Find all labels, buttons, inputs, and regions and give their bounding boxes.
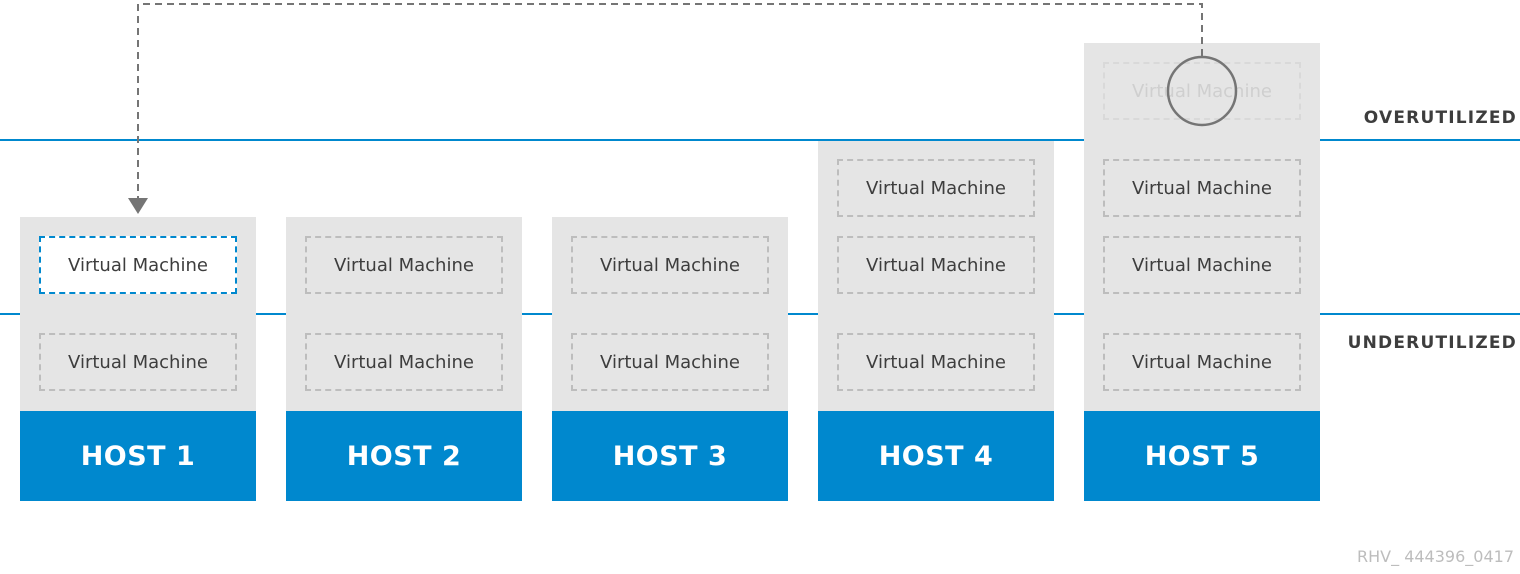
arrowhead-icon [128, 198, 148, 214]
vm-host-3-1: Virtual Machine [571, 333, 769, 391]
vm-host-1-migrated: Virtual Machine [39, 236, 237, 294]
vm-host-4-3: Virtual Machine [837, 159, 1035, 217]
host-3-bar: HOST 3 [552, 411, 788, 501]
host-2-column: Virtual Machine Virtual Machine HOST 2 [286, 217, 522, 501]
host-5-column: Virtual Machine Virtual Machine Virtual … [1084, 43, 1320, 501]
host-1-bar: HOST 1 [20, 411, 256, 501]
vm-host-5-1: Virtual Machine [1103, 333, 1301, 391]
underutilized-label: UNDERUTILIZED [1347, 333, 1517, 353]
vm-host-5-migrating: Virtual Machine [1103, 62, 1301, 120]
vm-host-1-1: Virtual Machine [39, 333, 237, 391]
host-4-bar: HOST 4 [818, 411, 1054, 501]
vm-host-2-2: Virtual Machine [305, 236, 503, 294]
host-1-column: Virtual Machine Virtual Machine HOST 1 [20, 217, 256, 501]
overutilized-label: OVERUTILIZED [1363, 108, 1517, 128]
vm-host-3-2: Virtual Machine [571, 236, 769, 294]
host-3-column: Virtual Machine Virtual Machine HOST 3 [552, 217, 788, 501]
host-4-column: Virtual Machine Virtual Machine Virtual … [818, 141, 1054, 501]
vm-host-4-1: Virtual Machine [837, 333, 1035, 391]
vm-host-5-3: Virtual Machine [1103, 159, 1301, 217]
figure-id: RHV_ 444396_0417 [1357, 547, 1514, 566]
vm-host-4-2: Virtual Machine [837, 236, 1035, 294]
host-5-bar: HOST 5 [1084, 411, 1320, 501]
vm-host-2-1: Virtual Machine [305, 333, 503, 391]
host-2-bar: HOST 2 [286, 411, 522, 501]
vm-host-5-2: Virtual Machine [1103, 236, 1301, 294]
